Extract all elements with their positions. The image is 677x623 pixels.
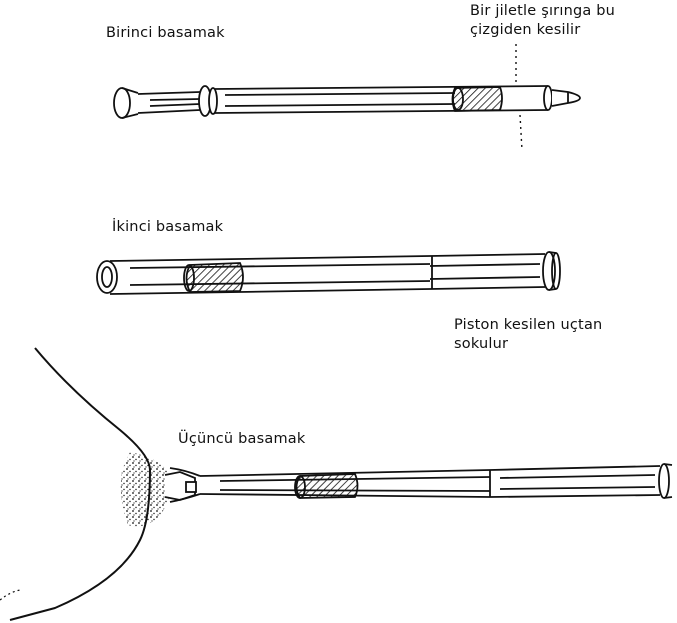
piston-note-line-2: sokulur bbox=[454, 335, 602, 354]
piston-note-line-1: Piston kesilen uçtan bbox=[454, 316, 602, 335]
cut-note-line-2: çizgiden kesilir bbox=[470, 21, 615, 40]
syringe-step3 bbox=[0, 348, 672, 620]
step1-label: Birinci basamak bbox=[106, 24, 225, 43]
syringe-step1 bbox=[114, 44, 580, 150]
cut-note-label: Bir jiletle şırınga bu çizgiden kesilir bbox=[470, 2, 615, 40]
piston-note-label: Piston kesilen uçtan sokulur bbox=[454, 316, 602, 354]
step2-label: İkinci basamak bbox=[112, 218, 223, 237]
step1-label-text: Birinci basamak bbox=[106, 24, 225, 43]
step3-label-text: Üçüncü basamak bbox=[178, 430, 305, 449]
syringe-step2 bbox=[97, 252, 560, 294]
step3-label: Üçüncü basamak bbox=[178, 430, 305, 449]
step2-label-text: İkinci basamak bbox=[112, 218, 223, 237]
cut-note-line-1: Bir jiletle şırınga bu bbox=[470, 2, 615, 21]
